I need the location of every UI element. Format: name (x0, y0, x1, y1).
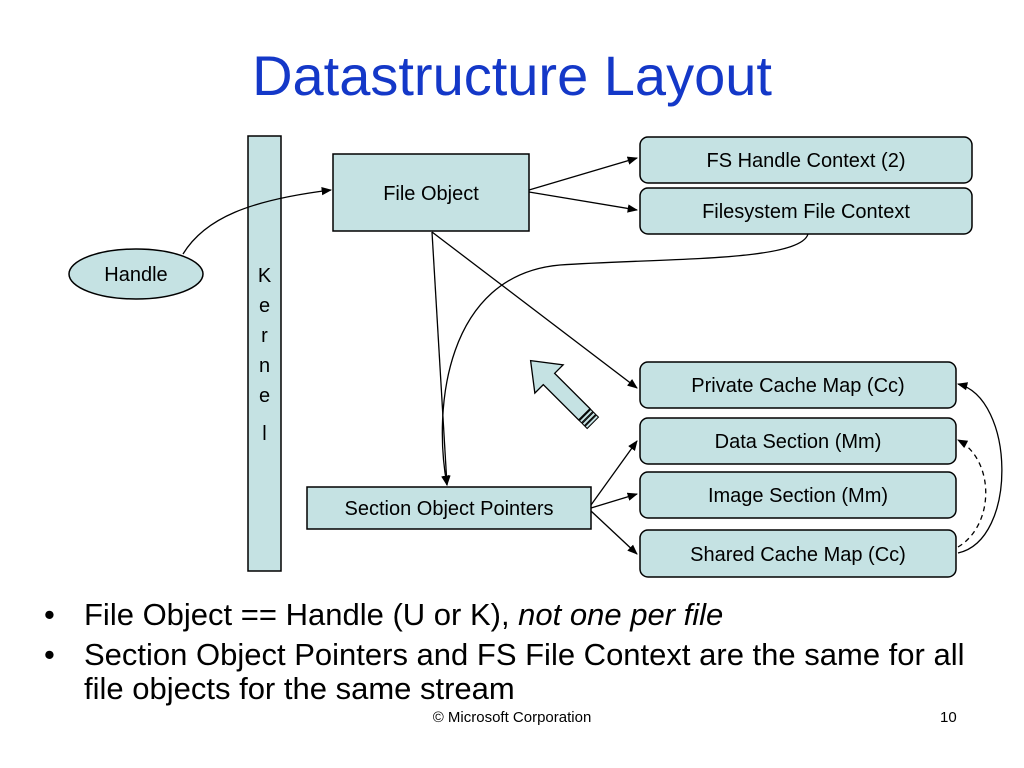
datastructure-diagram: K e r n e l Handle File Object FS Handle… (68, 135, 1003, 578)
handle-node: Handle (68, 248, 204, 300)
shared-cache-map-node: Shared Cache Map (Cc) (639, 529, 957, 578)
arrow-shared-cache-map-to-data-section (957, 439, 987, 548)
image-section-node: Image Section (Mm) (639, 471, 957, 519)
kernel-letter: e (259, 295, 270, 317)
kernel-letter: e (259, 385, 270, 407)
data-section-label: Data Section (Mm) (715, 431, 882, 453)
file-object-node: File Object (332, 153, 530, 232)
kernel-letter: n (259, 355, 270, 377)
arrow-shared-cache-map-to-private-cache-map (956, 382, 1003, 554)
handle-label: Handle (104, 264, 167, 286)
section-object-pointers-label: Section Object Pointers (345, 498, 554, 520)
bullet-text: Section Object Pointers and FS File Cont… (84, 637, 965, 706)
bullet-list: File Object == Handle (U or K), not one … (44, 598, 1004, 712)
up-left-arrow-icon (529, 359, 600, 430)
arrow-file-object-to-private-cache-map (431, 231, 638, 389)
section-object-pointers-node: Section Object Pointers (306, 486, 592, 530)
bullet-item: File Object == Handle (U or K), not one … (44, 597, 1004, 633)
bullet-emphasis: not one per file (518, 597, 724, 632)
fs-handle-context-label: FS Handle Context (2) (707, 150, 906, 172)
kernel-letter: r (261, 325, 268, 347)
kernel-letter: K (258, 265, 272, 287)
arrow-filesystem-file-context-to-section-object-pointers (441, 233, 809, 487)
data-section-node: Data Section (Mm) (639, 417, 957, 465)
arrow-sop-to-data-section (590, 440, 638, 506)
kernel-bar: K e r n e l (247, 135, 282, 572)
image-section-label: Image Section (Mm) (708, 485, 888, 507)
filesystem-file-context-label: Filesystem File Context (702, 201, 910, 223)
shared-cache-map-label: Shared Cache Map (Cc) (690, 544, 906, 566)
arrow-file-object-to-fs-handle-context (528, 156, 638, 191)
filesystem-file-context-node: Filesystem File Context (639, 187, 973, 235)
connectors (182, 156, 1003, 555)
private-cache-map-node: Private Cache Map (Cc) (639, 361, 957, 409)
arrow-sop-to-shared-cache-map (590, 510, 638, 555)
arrow-sop-to-image-section (590, 492, 638, 509)
bullet-item: Section Object Pointers and FS File Cont… (44, 638, 1004, 706)
arrow-file-object-to-section-object-pointers (431, 231, 451, 487)
arrow-file-object-to-filesystem-file-context (528, 191, 639, 213)
private-cache-map-label: Private Cache Map (Cc) (691, 375, 904, 397)
file-object-label: File Object (383, 183, 479, 205)
footer-copyright: © Microsoft Corporation (432, 709, 592, 726)
fs-handle-context-node: FS Handle Context (2) (639, 136, 973, 184)
arrow-handle-to-file-object (182, 187, 333, 255)
bullet-text: File Object == Handle (U or K), (84, 597, 519, 632)
kernel-letter: l (262, 423, 266, 445)
slide-title: Datastructure Layout (252, 44, 772, 107)
page-number: 10 (940, 709, 957, 726)
